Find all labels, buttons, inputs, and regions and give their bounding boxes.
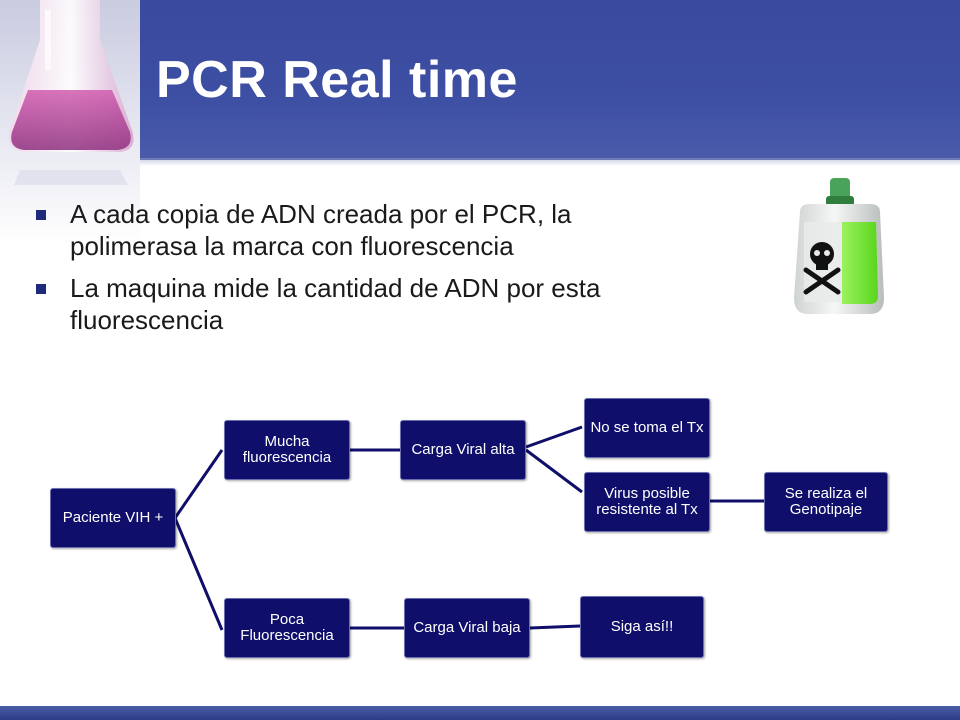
flask-icon [9, 0, 134, 185]
bullet-text: A cada copia de ADN creada por el PCR, l… [70, 199, 572, 261]
connector-lowload-keep [529, 624, 581, 630]
poison-bottle-icon [794, 178, 884, 314]
node-poca-fluorescencia: Poca Fluorescencia [224, 598, 350, 658]
node-carga-viral-alta: Carga Viral alta [400, 420, 526, 480]
square-bullet-icon [36, 210, 46, 220]
node-no-se-toma-tx: No se toma el Tx [584, 398, 710, 458]
node-carga-viral-baja: Carga Viral baja [404, 598, 530, 658]
flow-diagram: Paciente VIH + Mucha fluorescencia Carga… [0, 380, 960, 680]
connectors [173, 425, 764, 631]
square-bullet-icon [36, 284, 46, 294]
bullet-item: La maquina mide la cantidad de ADN por e… [36, 272, 676, 336]
header-shadow [140, 158, 960, 166]
node-siga-asi: Siga así!! [580, 596, 704, 658]
bullet-item: A cada copia de ADN creada por el PCR, l… [36, 198, 676, 262]
footer-bar [0, 706, 960, 720]
connector-root-low [173, 517, 224, 631]
header-bar [0, 0, 960, 160]
node-virus-resistente: Virus posible resistente al Tx [584, 472, 710, 532]
bullet-text: La maquina mide la cantidad de ADN por e… [70, 273, 601, 335]
node-genotipaje: Se realiza el Genotipaje [764, 472, 888, 532]
bullet-list: A cada copia de ADN creada por el PCR, l… [36, 198, 676, 346]
poison-bottle-image [786, 170, 892, 320]
connector-load-notx [525, 425, 583, 449]
connector-root-high [173, 449, 224, 519]
flask-image [0, 0, 140, 245]
node-paciente-vih: Paciente VIH + [50, 488, 176, 548]
connector-load-resistant [525, 448, 583, 494]
slide-title: PCR Real time [156, 51, 518, 109]
node-mucha-fluorescencia: Mucha fluorescencia [224, 420, 350, 480]
